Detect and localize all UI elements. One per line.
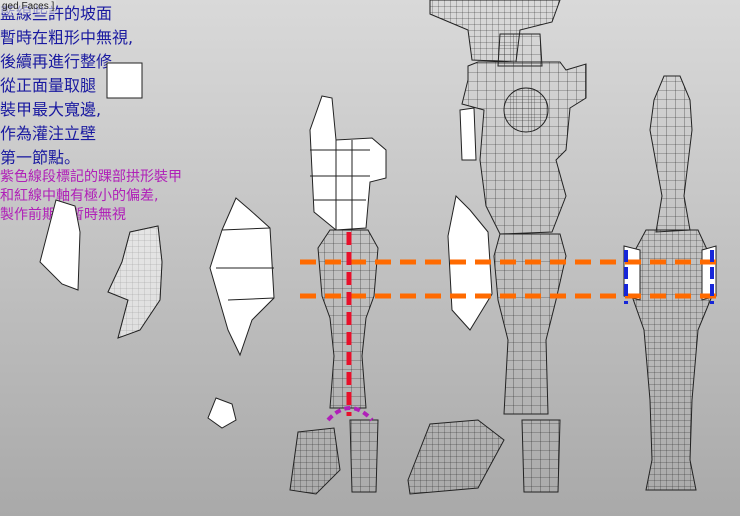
orange-guide-lines [300,259,722,299]
purple-ankle-arc [326,406,374,422]
note-line: 暫時在粗形中無視, [0,28,134,47]
armor-piece-left-3[interactable] [209,197,275,357]
note-line: 紫色線段標記的踝部拱形裝甲 [0,169,182,185]
note-line: 裝甲最大寬邊, [0,100,102,119]
blue-width-markers [624,250,714,304]
armor-piece-small[interactable] [207,397,237,429]
note-line: 和紅線中軸有極小的偏差, [0,188,159,204]
leg-model-front[interactable] [623,75,717,491]
armor-piece-left-2b[interactable] [107,225,163,339]
note-blue-slope: 藍線些許的坡面 暫時在粗形中無視, 後續再進行整修 [0,0,740,72]
note-line: 後續再進行整修 [0,52,113,71]
small-square-mesh[interactable] [106,62,143,99]
leg-model-center[interactable] [407,0,587,495]
leg-model-side[interactable] [289,95,387,495]
note-purple-ankle: 紫色線段標記的踝部拱形裝甲 和紅線中軸有極小的偏差, 製作前期可暫時無視 [0,168,740,225]
note-line: 第一節點。 [0,148,81,167]
note-line: 從正面量取腿 [0,76,97,95]
note-front-width: 從正面量取腿 裝甲最大寬邊, 作為灌注立壁 第一節點。 [0,72,740,168]
note-line: 作為灌注立壁 [0,124,97,143]
viewport-label[interactable]: ged Faces ] [0,0,57,13]
armor-piece-left-1[interactable] [39,199,81,291]
